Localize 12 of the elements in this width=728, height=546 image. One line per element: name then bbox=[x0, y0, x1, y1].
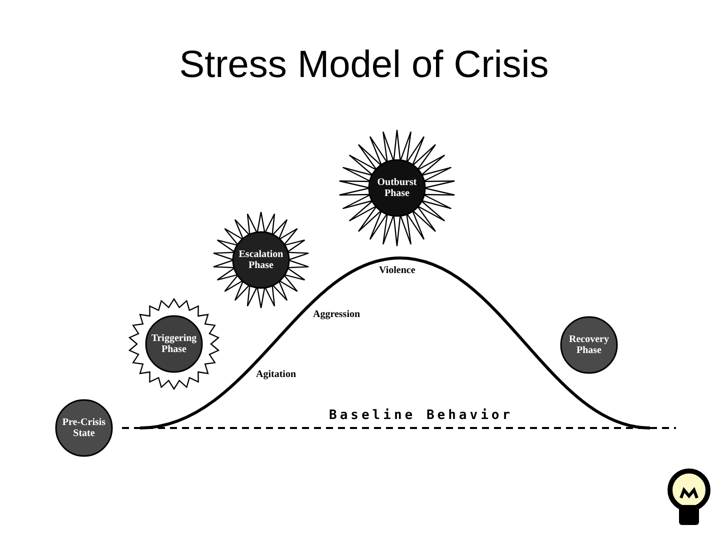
curve-stage-label: Aggression bbox=[313, 309, 360, 320]
title: Stress Model of Crisis bbox=[178, 44, 550, 87]
curve-stage-label: Agitation bbox=[256, 369, 296, 380]
phase-circle bbox=[559, 315, 619, 375]
curve-stage-label: Violence bbox=[379, 265, 416, 276]
phase-circle bbox=[54, 398, 114, 458]
phase-label: Escalation Phase bbox=[238, 249, 284, 271]
baseline-label: Baseline Behavior bbox=[329, 408, 514, 423]
phase-label: Triggering Phase bbox=[150, 333, 198, 355]
phase-label: Pre-Crisis State bbox=[61, 417, 107, 439]
phase-label: Outburst Phase bbox=[376, 177, 418, 199]
phase-label: Recovery Phase bbox=[568, 334, 610, 356]
